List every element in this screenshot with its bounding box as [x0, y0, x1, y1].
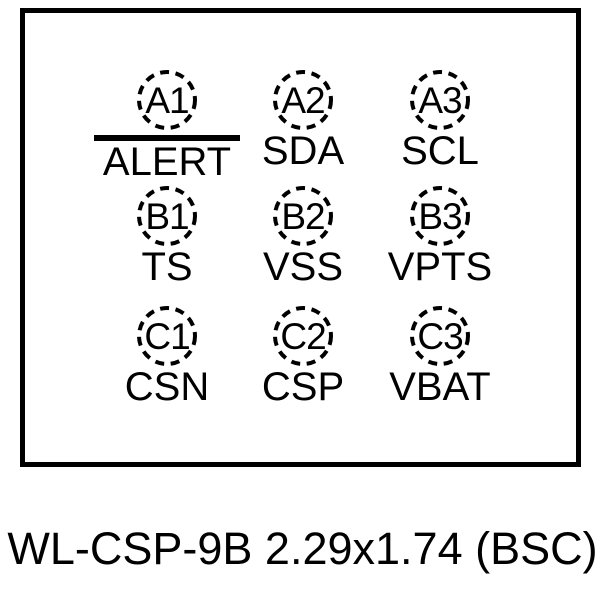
ball-id: A1 — [145, 79, 189, 121]
package-outline — [20, 8, 581, 467]
pin-name: SDA — [261, 129, 345, 173]
ball-ring-icon — [273, 306, 333, 366]
pin-name: SCL — [401, 129, 479, 173]
pin-name: VBAT — [389, 365, 491, 409]
ball-ring-icon — [410, 306, 470, 366]
ball-id: B1 — [145, 195, 189, 237]
ball-id: C1 — [144, 315, 190, 357]
ball-ring-icon — [137, 306, 197, 366]
ball-b1: B1 — [137, 186, 197, 246]
pin-name: VSS — [262, 245, 344, 289]
ball-cell-b3: B3 VPTS — [355, 186, 525, 287]
ball-ring-icon — [137, 186, 197, 246]
ball-id: B2 — [281, 195, 325, 237]
pin-name: CSP — [261, 365, 345, 409]
ball-id: B3 — [418, 195, 462, 237]
ball-c2: C2 — [273, 306, 333, 366]
ball-a2: A2 — [273, 70, 333, 130]
ball-cell-a3: A3 SCL — [355, 70, 525, 171]
pin-name: CSN — [124, 365, 210, 409]
ball-ring-icon — [137, 70, 197, 130]
ball-ring-icon — [410, 70, 470, 130]
pin-name: VPTS — [387, 245, 493, 289]
ball-c1: C1 — [137, 306, 197, 366]
ball-cell-a1: A1 ALERT — [82, 70, 252, 182]
ball-ring-icon — [273, 186, 333, 246]
ball-id: C2 — [280, 315, 326, 357]
figure-caption: WL-CSP-9B 2.29x1.74 (BSC) — [7, 523, 598, 574]
active-low-overbar — [94, 135, 240, 141]
ball-cell-c1: C1 CSN — [82, 306, 252, 407]
ball-cell-b1: B1 TS — [82, 186, 252, 287]
ball-id: C3 — [417, 315, 463, 357]
ball-b3: B3 — [410, 186, 470, 246]
ball-ring-icon — [410, 186, 470, 246]
pin-name: TS — [141, 245, 193, 289]
ball-ring-icon — [273, 70, 333, 130]
ball-a3: A3 — [410, 70, 470, 130]
ball-b2: B2 — [273, 186, 333, 246]
ball-id: A3 — [418, 79, 462, 121]
ball-a1: A1 — [137, 70, 197, 130]
ball-c3: C3 — [410, 306, 470, 366]
pin-name: ALERT — [102, 140, 232, 184]
ball-cell-c2: C2 CSP — [218, 306, 388, 407]
ball-cell-c3: C3 VBAT — [355, 306, 525, 407]
ball-id: A2 — [281, 79, 325, 121]
ball-cell-a2: A2 SDA — [218, 70, 388, 171]
ball-cell-b2: B2 VSS — [218, 186, 388, 287]
